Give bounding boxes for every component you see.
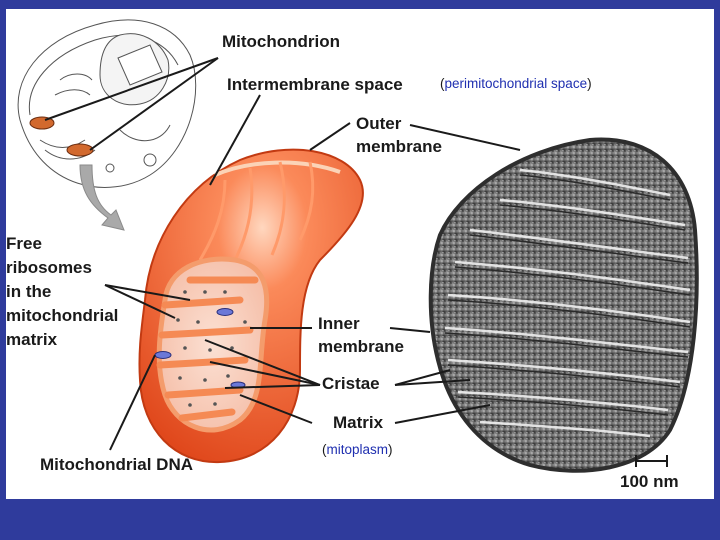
label-free-ribosomes-line1: Free: [6, 234, 42, 253]
label-mitochondrion: Mitochondrion: [222, 32, 341, 51]
label-inner-membrane-line2: membrane: [318, 337, 404, 356]
label-free-ribosomes-line5: matrix: [6, 330, 58, 349]
curved-arrow-icon: [79, 164, 125, 231]
label-cristae: Cristae: [322, 374, 380, 393]
note-mitoplasm-text: mitoplasm: [326, 442, 389, 457]
leader-lines: [44, 57, 521, 451]
label-free-ribosomes-line4: mitochondrial: [6, 306, 119, 325]
label-mitochondrial-dna: Mitochondrial DNA: [40, 455, 193, 474]
note-perimitochondrial: (perimitochondrial space): [440, 76, 592, 91]
note-mitoplasm: (mitoplasm): [322, 442, 393, 457]
mitochondrion-cutaway-illustration: [138, 148, 364, 464]
label-free-ribosomes-line2: ribosomes: [6, 258, 92, 277]
label-outer-membrane-line2: membrane: [356, 137, 442, 156]
label-free-ribosomes-line3: in the: [6, 282, 52, 301]
label-inner-membrane-line1: Inner: [318, 314, 360, 333]
label-intermembrane-space: Intermembrane space: [227, 75, 403, 94]
cell-drawing-icon: [17, 19, 197, 188]
label-matrix: Matrix: [333, 413, 384, 432]
scale-bar-icon: [635, 455, 668, 467]
label-scale-bar: 100 nm: [620, 472, 679, 491]
note-perimitochondrial-text: perimitochondrial space: [444, 76, 588, 91]
electron-micrograph-image: [428, 137, 699, 473]
label-outer-membrane-line1: Outer: [356, 114, 402, 133]
